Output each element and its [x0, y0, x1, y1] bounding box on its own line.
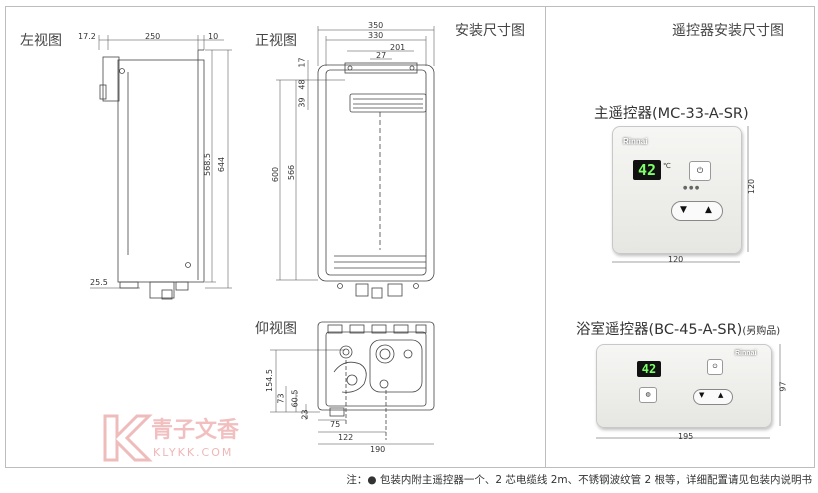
bath-remote-height: 97 [778, 381, 788, 392]
temp-up-icon[interactable]: ▲ [705, 205, 712, 215]
left-view-title: 左视图 [20, 33, 62, 49]
watermark-name: 青子文香 [151, 418, 240, 443]
bath-remote-title: 浴室遥控器(BC-45-A-SR)(另购品) [576, 318, 780, 339]
bath-remote-call-button[interactable]: ◍ [639, 387, 657, 403]
dim-left-h2: 644 [217, 156, 227, 173]
main-remote-temp-buttons[interactable]: ▼ ▲ [671, 201, 723, 221]
bath-remote-title-suffix: (另购品) [742, 326, 781, 337]
front-view-title: 正视图 [255, 33, 297, 49]
bath-remote-brand: Rinnai [735, 350, 757, 357]
bath-remote-power-button[interactable]: ⏻ [707, 359, 723, 375]
bath-temp-up-icon[interactable]: ▲ [718, 391, 724, 399]
dim-bottom-w1: 75 [330, 420, 341, 429]
main-remote-power-button[interactable]: ⏻ [689, 161, 711, 181]
main-remote-title: 主遥控器(MC-33-A-SR) [594, 106, 749, 122]
dim-front-v2: 48 [297, 79, 307, 90]
bottom-view-title: 仰视图 [255, 321, 297, 337]
bath-remote-display: 42 [637, 361, 661, 377]
dim-left-h1: 568.5 [202, 153, 212, 176]
dim-left-top-b: 250 [145, 32, 161, 41]
dim-front-v4: 600 [271, 166, 281, 183]
dim-left-top-c: 10 [208, 32, 219, 41]
bath-remote-title-main: 浴室遥控器(BC-45-A-SR) [576, 322, 743, 338]
install-dim-title: 安装尺寸图 [455, 23, 525, 39]
dim-bottom-w3: 190 [370, 445, 386, 454]
main-remote-display: 42 [633, 160, 661, 180]
dim-left-bottom: 25.5 [90, 278, 108, 287]
main-remote-panel: Rinnai 42 ℃ ⏻ ● ● ● ▼ ▲ [612, 126, 742, 254]
dim-bottom-h3: 60.5 [290, 389, 300, 408]
dim-bottom-h2: 73 [276, 393, 286, 404]
main-remote-brand: Rinnai [623, 137, 648, 146]
remote-dim-title: 遥控器安装尺寸图 [672, 23, 784, 39]
main-remote-indicators: ● ● ● [683, 185, 700, 191]
front-view-drawing [276, 26, 435, 299]
dim-front-v3: 39 [297, 97, 307, 108]
watermark-url: KLYKK.COM [153, 446, 234, 459]
dim-front-w1: 350 [368, 21, 384, 30]
drawing-frame [5, 6, 815, 468]
main-remote-width: 120 [668, 255, 684, 264]
bath-remote-temp-buttons[interactable]: ▼ ▲ [693, 389, 733, 405]
bath-remote-width: 195 [678, 432, 694, 441]
bath-remote-panel: Rinnai 42 ◍ ⏻ ▼ ▲ [596, 344, 772, 428]
dim-front-v1: 17 [297, 57, 307, 68]
main-remote-unit: ℃ [663, 162, 671, 170]
panel-divider [545, 6, 546, 468]
dim-front-w2: 330 [368, 31, 384, 40]
dim-bottom-w2: 122 [338, 433, 354, 442]
dim-front-w3: 201 [390, 43, 406, 52]
left-view-drawing [90, 35, 232, 300]
watermark-logo-icon [103, 414, 153, 462]
bottom-view-drawing [270, 321, 435, 445]
temp-down-icon[interactable]: ▼ [680, 205, 687, 215]
bath-temp-down-icon[interactable]: ▼ [699, 391, 705, 399]
dim-front-v5: 566 [287, 164, 297, 181]
main-remote-height: 120 [747, 178, 757, 195]
dim-front-w4: 27 [376, 51, 387, 60]
footer-note: 注：● 包装内附主遥控器一个、2 芯电缆线 2m、不锈钢波纹管 2 根等，详细配… [346, 474, 812, 486]
dim-bottom-h1: 154.5 [264, 369, 274, 392]
dim-bottom-h4: 23 [300, 409, 310, 420]
dim-left-top-a: 17.2 [78, 32, 96, 41]
